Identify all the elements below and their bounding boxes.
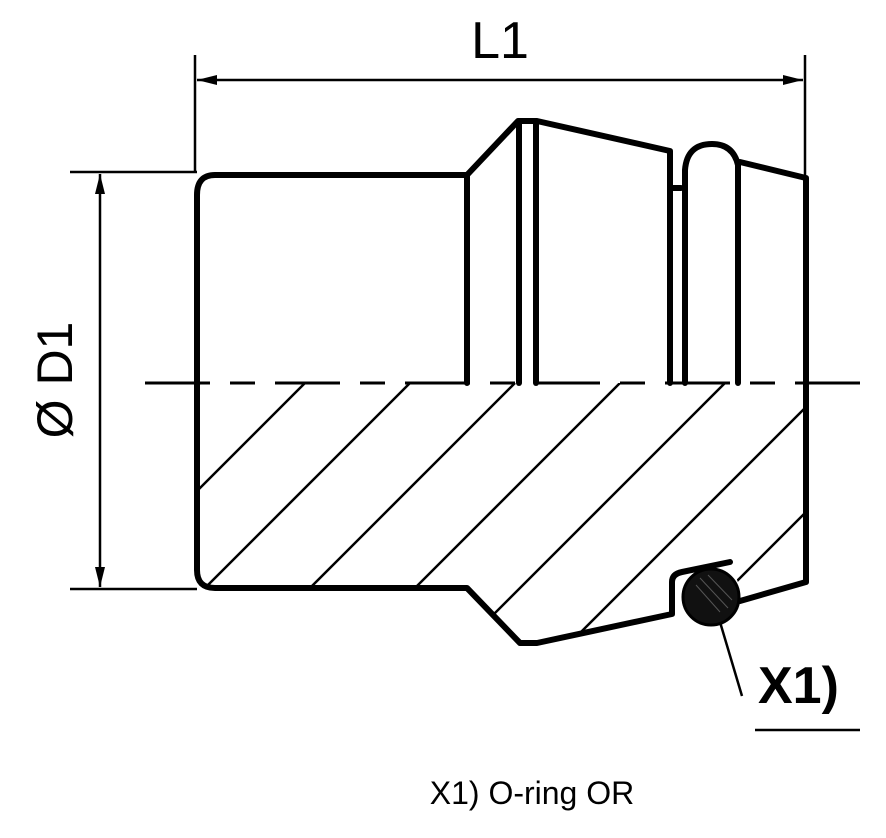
section-hatching bbox=[197, 383, 886, 683]
o-ring-callout: X1) bbox=[718, 621, 860, 732]
diameter-dimension: Ø D1 bbox=[27, 170, 197, 591]
hatch-line bbox=[197, 383, 411, 643]
hatch-line bbox=[197, 383, 306, 643]
length-label: L1 bbox=[471, 12, 529, 70]
hatch-line bbox=[634, 383, 805, 643]
diameter-label: Ø D1 bbox=[27, 322, 83, 439]
fitting-outline bbox=[194, 118, 809, 646]
o-ring bbox=[681, 567, 741, 627]
hatch-line bbox=[739, 383, 805, 643]
hatch-line bbox=[845, 383, 886, 683]
caption: X1) O-ring OR bbox=[430, 775, 634, 811]
length-dimension: L1 bbox=[193, 12, 807, 175]
callout-label: X1) bbox=[758, 657, 839, 715]
